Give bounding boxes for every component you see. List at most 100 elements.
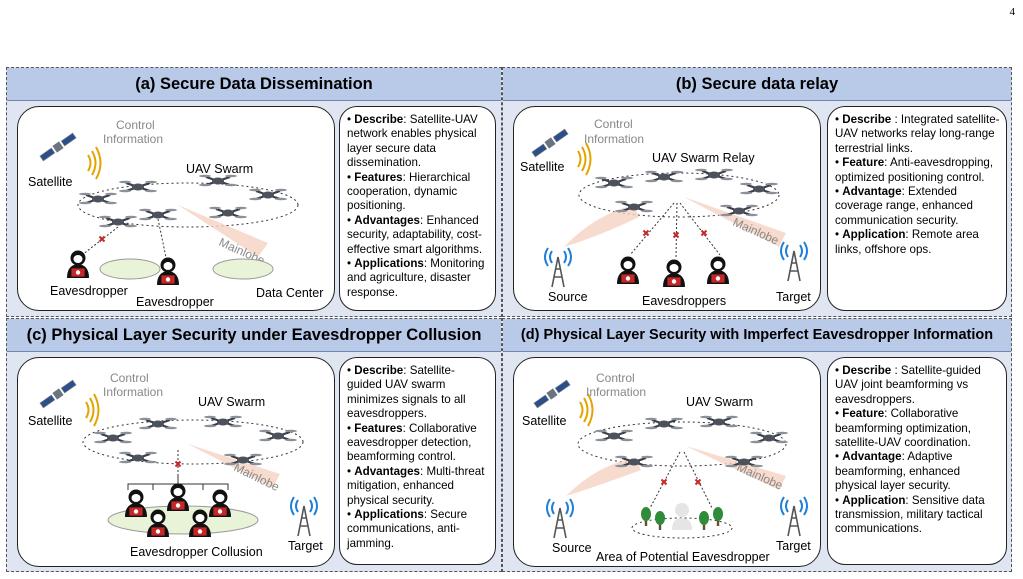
diagram-label: Information	[103, 132, 163, 146]
desc-item: Advantage: Adaptive beamforming, enhance…	[835, 450, 1000, 493]
blocked-icon	[642, 229, 650, 237]
diagram-label: Control	[110, 371, 149, 385]
drone-icon	[137, 416, 179, 431]
panel-a-description: Describe: Satellite-UAV network enables …	[339, 106, 496, 311]
diagram-label: Information	[586, 385, 646, 399]
drone-icon	[117, 450, 159, 465]
panel-d-illustration: Control Information Satellite UAV Swarm …	[513, 357, 821, 567]
tree-icon	[699, 511, 709, 530]
desc-item: Describe: Satellite-UAV network enables …	[347, 113, 489, 171]
diagram-label: Eavesdropper Collusion	[130, 545, 263, 559]
tower-icon	[546, 498, 574, 539]
diagram-label: Target	[776, 290, 811, 304]
diagram-label: Mainlobe	[731, 215, 781, 248]
diagram-label: Source	[552, 541, 592, 555]
diagram-label: Control	[116, 118, 155, 132]
desc-item: Application: Remote area links, offshore…	[835, 228, 1000, 257]
diagram-label: Satellite	[522, 414, 567, 428]
diagram-label: Target	[776, 539, 811, 553]
blocked-icon	[660, 478, 668, 486]
diagram-label: Satellite	[520, 160, 565, 174]
drone-icon	[593, 428, 635, 443]
eavesdropper-icon	[66, 250, 90, 279]
drone-icon	[643, 169, 685, 184]
diagram-label: Control	[596, 371, 635, 385]
drone-icon	[718, 203, 760, 218]
drone-icon	[593, 175, 635, 190]
drone-icon	[197, 173, 239, 188]
diagram-label: Eavesdropper	[50, 284, 128, 298]
drone-icon	[137, 207, 179, 222]
diagram-label: Data Center	[256, 286, 323, 300]
drone-icon	[202, 414, 244, 429]
diagram-label: UAV Swarm Relay	[652, 151, 755, 165]
eavesdropper-icon	[706, 256, 730, 285]
panel-d: (d) Physical Layer Security with Imperfe…	[502, 318, 1012, 572]
panel-d-description: Describe : Satellite-guided UAV joint be…	[827, 357, 1007, 565]
diagram-label: Target	[288, 539, 323, 553]
satellite-icon	[39, 132, 77, 162]
tree-icon	[655, 511, 665, 530]
panel-c-description: Describe: Satellite-guided UAV swarm min…	[339, 357, 496, 565]
drone-icon	[257, 428, 299, 443]
drone-icon	[738, 181, 780, 196]
desc-item: Describe : Integrated satellite-UAV netw…	[835, 113, 1000, 156]
eavesdropper-icon	[156, 257, 180, 286]
tree-icon	[641, 507, 651, 526]
diagram-label: Satellite	[28, 414, 73, 428]
drone-icon	[247, 187, 289, 202]
eavesdropper-icon	[616, 256, 640, 285]
panel-b: (b) Secure data relay Control Informatio…	[502, 67, 1012, 317]
drone-icon	[117, 179, 159, 194]
diagram-label: Area of Potential Eavesdropper	[596, 550, 770, 564]
drone-icon	[693, 167, 735, 182]
satellite-icon	[39, 379, 77, 409]
tower-icon	[290, 496, 318, 537]
desc-item: Describe : Satellite-guided UAV joint be…	[835, 364, 1000, 407]
desc-item: Feature: Anti-eavesdropping, optimized p…	[835, 156, 1000, 185]
satellite-icon	[531, 128, 569, 158]
desc-item: Feature: Collaborative beamforming optim…	[835, 407, 1000, 450]
diagram-label: UAV Swarm	[198, 395, 265, 409]
panel-b-illustration: Control Information Satellite UAV Swarm …	[513, 106, 821, 311]
panel-d-title: (d) Physical Layer Security with Imperfe…	[503, 319, 1011, 352]
panel-b-title: (b) Secure data relay	[503, 68, 1011, 101]
diagram-label: Satellite	[28, 175, 73, 189]
panel-c-illustration: Control Information Satellite UAV Swarm …	[17, 357, 335, 567]
blocked-icon	[98, 235, 106, 243]
blocked-icon	[694, 478, 702, 486]
desc-item: Advantage: Extended coverage range, enha…	[835, 185, 1000, 228]
page-number: 4	[1009, 6, 1016, 18]
eavesdropper-icon	[208, 489, 232, 518]
drone-icon	[77, 191, 119, 206]
diagram-label: UAV Swarm	[186, 162, 253, 176]
diagram-label: UAV Swarm	[686, 395, 753, 409]
panel-c: (c) Physical Layer Security under Eavesd…	[6, 318, 502, 572]
desc-item: Application: Sensitive data transmission…	[835, 494, 1000, 537]
satellite-icon	[533, 379, 571, 409]
signal-waves-icon	[87, 146, 102, 180]
panel-c-title: (c) Physical Layer Security under Eavesd…	[7, 319, 501, 352]
desc-item: Features: Collaborative eavesdropper det…	[347, 422, 489, 465]
panel-a: (a) Secure Data Dissemination Control In…	[6, 67, 502, 317]
diagram-label: Eavesdroppers	[642, 294, 726, 308]
desc-item: Applications: Monitoring and agriculture…	[347, 257, 489, 300]
drone-icon	[643, 416, 685, 431]
signal-waves-icon	[577, 142, 592, 176]
eavesdropper-icon	[124, 489, 148, 518]
eavesdropper-icon	[662, 259, 686, 288]
panel-a-illustration: Control Information Satellite UAV Swarm …	[17, 106, 335, 311]
diagram-label: Eavesdropper	[136, 295, 214, 309]
drone-icon	[207, 205, 249, 220]
desc-item: Describe: Satellite-guided UAV swarm min…	[347, 364, 489, 422]
diagram-label: Information	[103, 385, 163, 399]
tree-icon	[713, 507, 723, 526]
desc-item: Advantages: Enhanced security, adaptabil…	[347, 214, 489, 257]
eavesdropper-icon	[166, 483, 190, 512]
desc-item: Features: Hierarchical cooperation, dyna…	[347, 171, 489, 214]
diagram-label: Information	[584, 132, 644, 146]
tower-icon	[780, 241, 808, 282]
tower-icon	[544, 247, 572, 288]
drone-icon	[97, 214, 139, 229]
drone-icon	[92, 430, 134, 445]
